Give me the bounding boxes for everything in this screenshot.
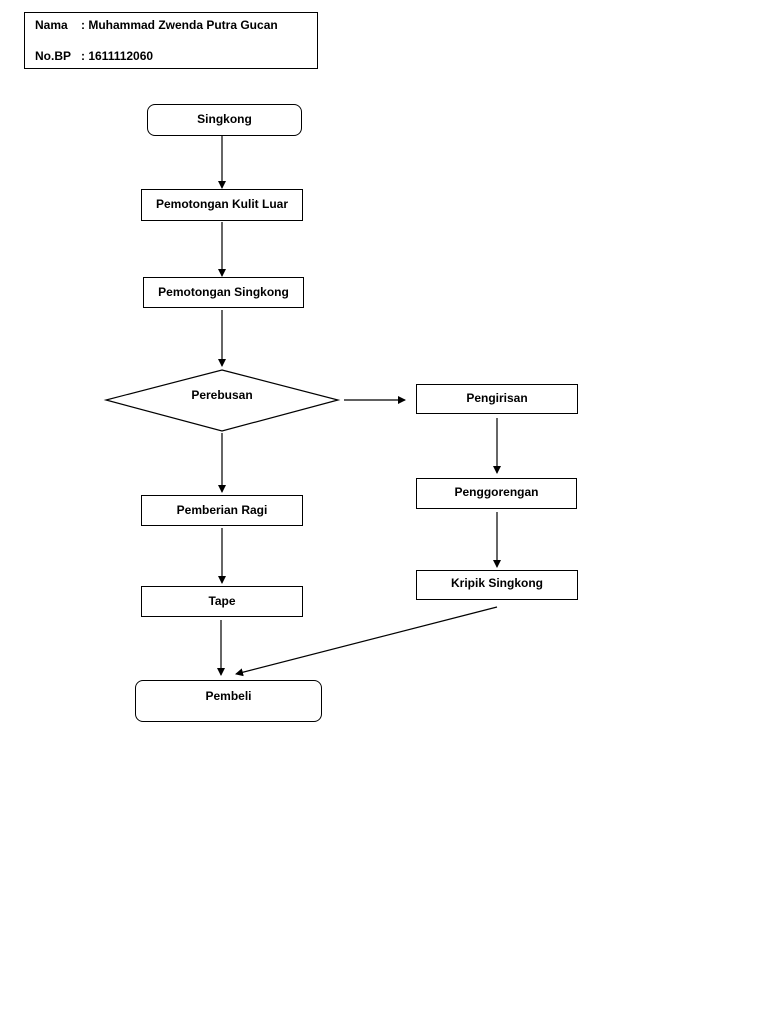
node-pengirisan: Pengirisan bbox=[416, 384, 578, 414]
node-pembeli: Pembeli bbox=[135, 680, 322, 722]
node-kripik-singkong-label: Kripik Singkong bbox=[450, 576, 543, 590]
node-penggorengan-label: Penggorengan bbox=[454, 485, 539, 499]
node-pemberian-ragi-label: Pemberian Ragi bbox=[176, 503, 268, 517]
node-tape-label: Tape bbox=[208, 594, 236, 608]
node-perebusan-label: Perebusan bbox=[191, 388, 253, 402]
nobp-label: No.BP bbox=[35, 49, 71, 63]
nobp-value: : 1611112060 bbox=[81, 49, 154, 63]
node-kripik-singkong: Kripik Singkong bbox=[416, 570, 578, 600]
node-pemotongan-kulit-luar: Pemotongan Kulit Luar bbox=[141, 189, 303, 221]
nama-value: : Muhammad Zwenda Putra Gucan bbox=[81, 18, 278, 32]
nama-label: Nama bbox=[35, 18, 68, 32]
nobp-row: No.BP : 1611112060 bbox=[35, 48, 153, 64]
node-singkong-label: Singkong bbox=[197, 112, 252, 126]
node-singkong: Singkong bbox=[147, 104, 302, 136]
node-pemotongan-singkong-label: Pemotongan Singkong bbox=[158, 285, 289, 299]
perebusan-diamond bbox=[103, 369, 341, 432]
student-info-box: Nama : Muhammad Zwenda Putra Gucan No.BP:… bbox=[24, 12, 318, 69]
nama-row: Nama : Muhammad Zwenda Putra Gucan bbox=[35, 17, 278, 33]
node-pemotongan-kulit-luar-label: Pemotongan Kulit Luar bbox=[156, 197, 288, 211]
arrow-kripik-to-pembeli bbox=[235, 606, 498, 677]
node-pengirisan-label: Pengirisan bbox=[466, 391, 528, 405]
node-pemotongan-singkong: Pemotongan Singkong bbox=[143, 277, 304, 308]
node-penggorengan: Penggorengan bbox=[416, 478, 577, 509]
node-pembeli-label: Pembeli bbox=[205, 689, 252, 703]
node-tape: Tape bbox=[141, 586, 303, 617]
node-pemberian-ragi: Pemberian Ragi bbox=[141, 495, 303, 526]
